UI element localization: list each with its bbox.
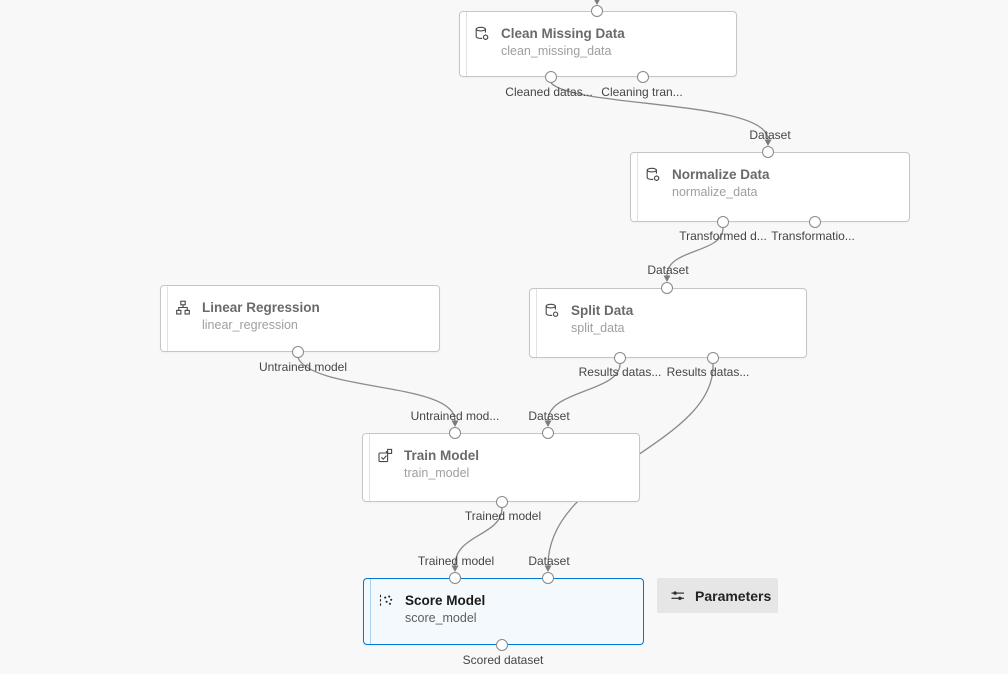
arrowhead-icon — [544, 420, 552, 427]
node-subtitle: clean_missing_data — [501, 44, 612, 58]
arrowhead-icon — [451, 565, 459, 572]
arrowhead-icon — [594, 0, 600, 5]
port-label-cleaning-transformation: Cleaning tran... — [601, 85, 683, 99]
port-label-score-trained-model-in: Trained model — [417, 554, 495, 568]
port-cleaning-transformation-output[interactable] — [637, 71, 649, 83]
port-normalize-dataset-input[interactable] — [762, 146, 774, 158]
port-label-train-dataset-in: Dataset — [528, 409, 570, 423]
arrowhead-icon — [544, 565, 552, 572]
port-label-split-dataset-in: Dataset — [647, 263, 689, 277]
node-title: Linear Regression — [202, 300, 320, 315]
port-label-cleaned-dataset: Cleaned datas... — [505, 85, 593, 99]
port-cleaned-dataset-output[interactable] — [545, 71, 557, 83]
port-split-dataset-input[interactable] — [661, 282, 673, 294]
node-linear-regression[interactable]: Linear Regression linear_regression — [160, 285, 440, 352]
port-label-trained-model-out: Trained model — [464, 509, 542, 523]
port-transformation-function-output[interactable] — [809, 216, 821, 228]
database-split-icon — [544, 303, 560, 324]
node-title: Normalize Data — [672, 167, 770, 182]
node-normalize-data[interactable]: Normalize Data normalize_data — [630, 152, 910, 222]
edge-linear-to-train[interactable] — [297, 357, 456, 421]
port-transformed-dataset-output[interactable] — [717, 216, 729, 228]
edge-train-to-score[interactable] — [454, 507, 503, 566]
port-label-score-dataset-in: Dataset — [528, 554, 570, 568]
edge-split-to-train[interactable] — [547, 363, 621, 421]
node-title: Split Data — [571, 303, 634, 318]
parameters-button-label: Parameters — [695, 587, 772, 604]
node-subtitle: score_model — [405, 611, 477, 625]
node-title: Score Model — [405, 593, 486, 608]
port-train-untrained-model-input[interactable] — [449, 427, 461, 439]
arrowhead-icon — [451, 420, 459, 427]
edge-normalize-to-split[interactable] — [666, 227, 724, 276]
port-untrained-model-output[interactable] — [292, 346, 304, 358]
port-label-scored-dataset: Scored dataset — [462, 653, 544, 667]
node-train-model[interactable]: Train Model train_model — [362, 433, 640, 502]
edge-clean-to-normalize[interactable] — [550, 82, 769, 140]
port-scored-dataset-output[interactable] — [496, 639, 508, 651]
port-label-results-dataset2: Results datas... — [666, 365, 750, 379]
port-label-transformation-function: Transformatio... — [771, 229, 855, 243]
node-title: Clean Missing Data — [501, 26, 625, 41]
port-results-dataset1-output[interactable] — [614, 352, 626, 364]
arrowhead-icon — [663, 275, 671, 282]
node-score-model[interactable]: Score Model score_model — [363, 578, 644, 645]
port-clean-missing-data-input[interactable] — [591, 5, 603, 17]
node-clean-missing-data[interactable]: Clean Missing Data clean_missing_data — [459, 11, 737, 77]
port-label-results-dataset1: Results datas... — [578, 365, 662, 379]
node-subtitle: normalize_data — [672, 185, 758, 199]
port-score-dataset-input[interactable] — [542, 572, 554, 584]
port-label-train-untrained-model-in: Untrained mod... — [410, 409, 500, 423]
sitemap-icon — [175, 300, 191, 321]
node-split-data[interactable]: Split Data split_data — [529, 288, 807, 358]
port-label-transformed-dataset: Transformed d... — [679, 229, 767, 243]
port-train-dataset-input[interactable] — [542, 427, 554, 439]
scatter-plot-icon — [378, 593, 394, 614]
port-trained-model-output[interactable] — [496, 496, 508, 508]
sliders-icon — [670, 588, 686, 604]
port-label-normalize-dataset-in: Dataset — [749, 128, 791, 142]
port-score-trained-model-input[interactable] — [449, 572, 461, 584]
parameters-button[interactable]: Parameters — [657, 578, 778, 613]
node-subtitle: split_data — [571, 321, 625, 335]
train-check-icon — [377, 448, 393, 469]
database-gear-icon — [474, 26, 490, 47]
node-subtitle: linear_regression — [202, 318, 298, 332]
node-title: Train Model — [404, 448, 480, 463]
node-subtitle: train_model — [404, 466, 470, 480]
database-gear-icon — [645, 167, 661, 188]
arrowhead-icon — [764, 139, 772, 146]
port-results-dataset2-output[interactable] — [707, 352, 719, 364]
port-label-untrained-model: Untrained model — [258, 360, 348, 374]
